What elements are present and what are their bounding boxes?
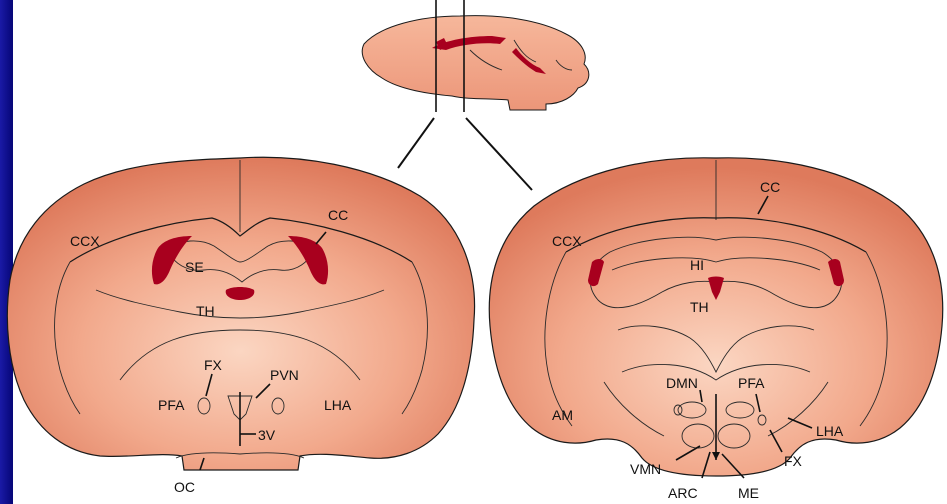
label-left-pfa: PFA: [158, 397, 185, 413]
label-left-cc: CC: [328, 207, 348, 223]
label-right-me: ME: [738, 485, 759, 501]
label-left-se: SE: [185, 259, 204, 275]
connector-right: [466, 118, 532, 190]
label-right-fx: FX: [784, 453, 803, 469]
label-left-th: TH: [196, 303, 215, 319]
sagittal-brain: [362, 0, 589, 112]
label-left-fx: FX: [204, 357, 223, 373]
label-left-oc: OC: [174, 479, 195, 495]
label-right-lha: LHA: [816, 423, 844, 439]
label-right-vmn: VMN: [630, 461, 661, 477]
label-right-arc: ARC: [668, 485, 698, 501]
left-coronal-section: [7, 157, 474, 470]
left-section-outline: [7, 157, 474, 470]
sagittal-outline: [362, 16, 589, 110]
label-left-3v: 3V: [258, 427, 276, 443]
label-left-lha: LHA: [324, 397, 352, 413]
label-left-ccx: CCX: [70, 233, 100, 249]
label-left-pvn: PVN: [270, 367, 299, 383]
right-coronal-section: [489, 158, 942, 478]
label-right-pfa: PFA: [738, 375, 765, 391]
label-right-cc: CC: [760, 179, 780, 195]
connector-left: [398, 118, 434, 168]
label-right-th: TH: [690, 299, 709, 315]
label-right-dmn: DMN: [666, 375, 698, 391]
label-right-hi: HI: [690, 257, 704, 273]
label-right-am: AM: [552, 407, 573, 423]
label-right-ccx: CCX: [552, 233, 582, 249]
